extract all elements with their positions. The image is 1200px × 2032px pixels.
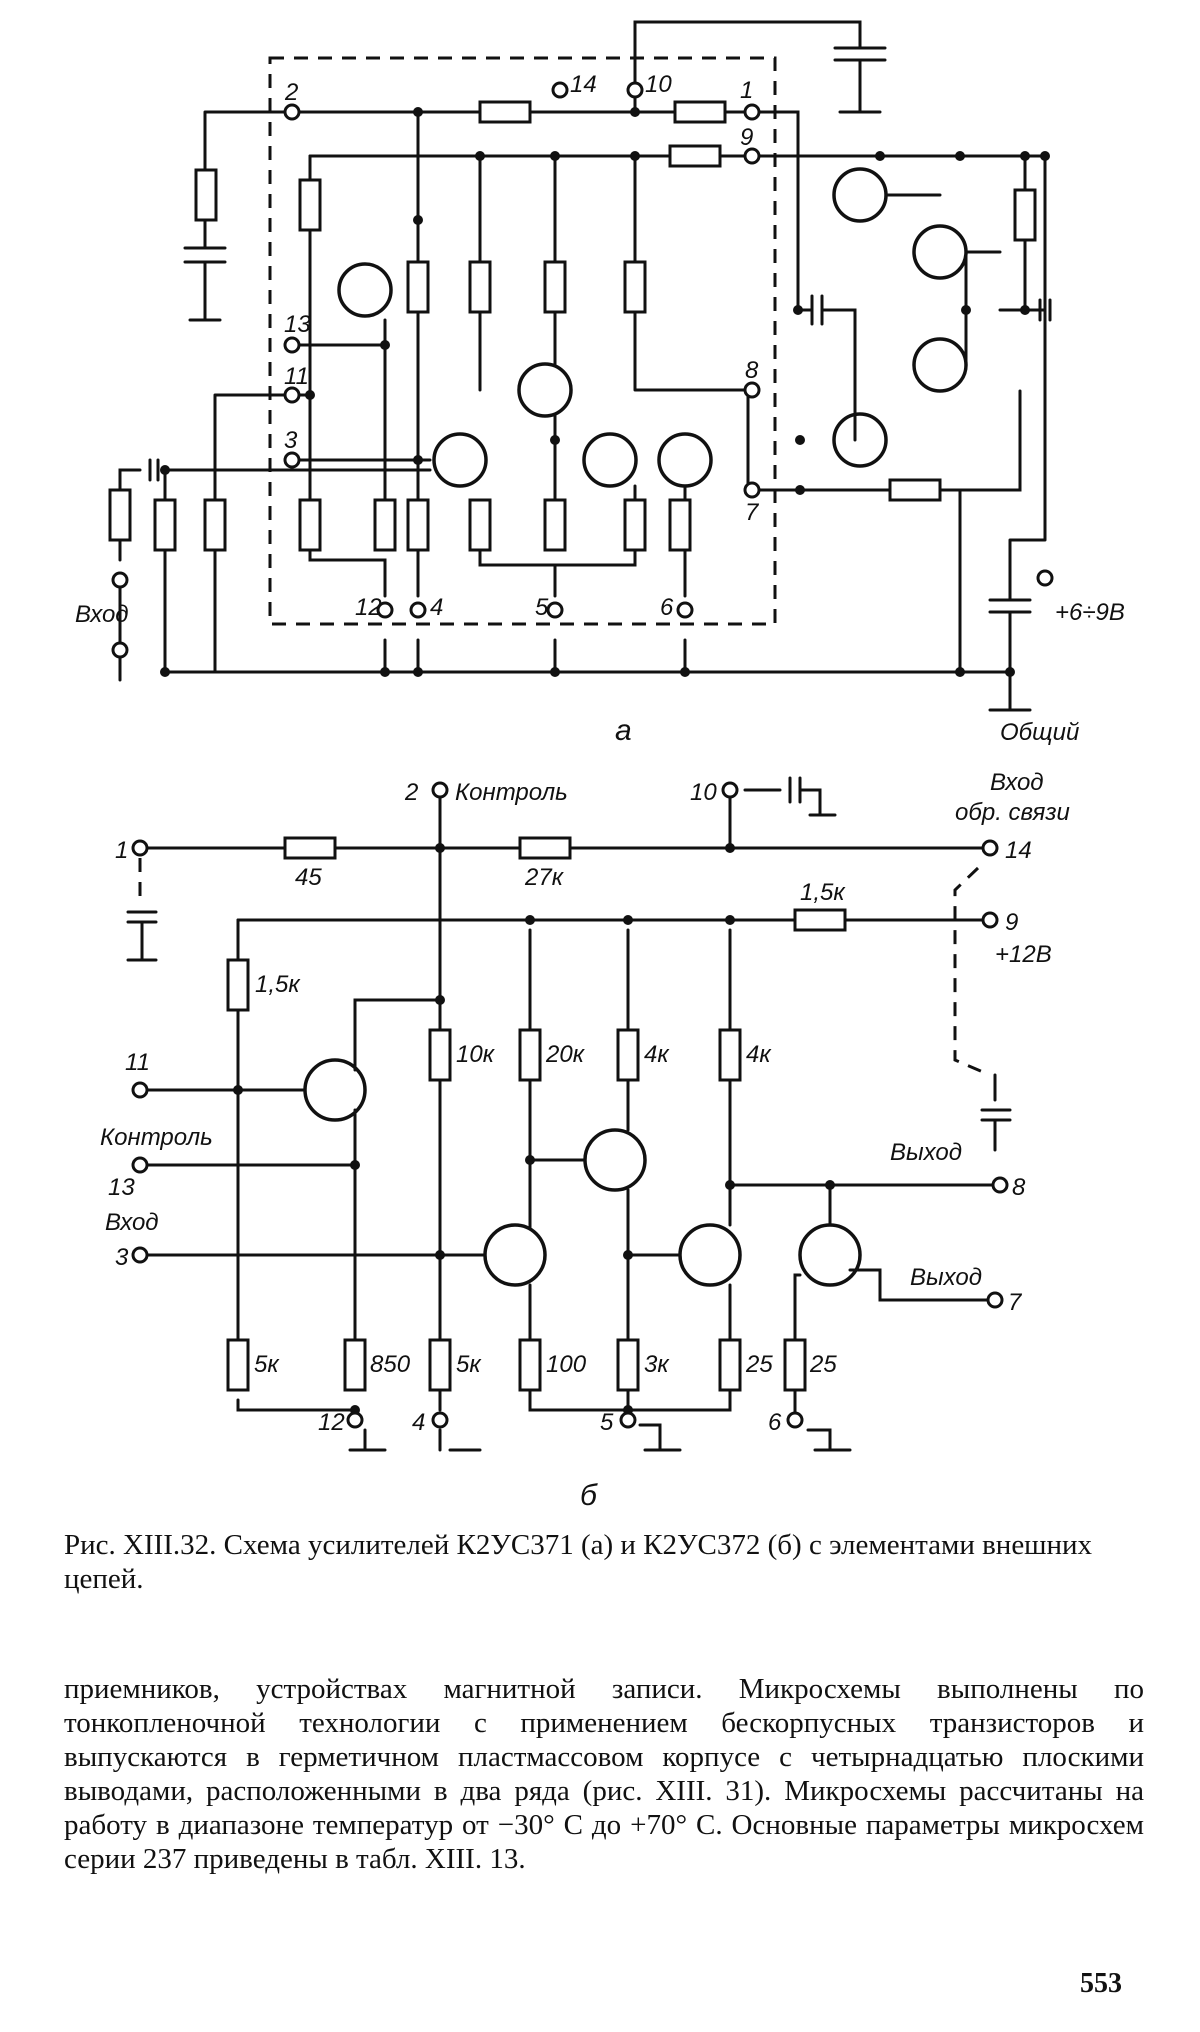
ic-boundary-a bbox=[268, 56, 777, 626]
pin-b-11: 11 bbox=[125, 1049, 150, 1076]
pin-b-7: 7 bbox=[1008, 1289, 1023, 1316]
figure-caption: Рис. XIII.32. Схема усилителей К2УС371 (… bbox=[64, 1529, 1093, 1595]
r3k-label: 3к bbox=[644, 1351, 670, 1378]
r4k-b-label: 4к bbox=[746, 1041, 772, 1068]
pin-a-11: 11 bbox=[284, 363, 309, 390]
pin-a-4: 4 bbox=[430, 594, 443, 621]
r25-a-label: 25 bbox=[745, 1351, 773, 1378]
input-label-a: Вход bbox=[75, 601, 129, 628]
pin-a-12: 12 bbox=[355, 594, 382, 621]
page-number: 553 bbox=[1080, 1968, 1122, 1999]
r850-label: 850 bbox=[370, 1351, 411, 1378]
diagram-a: 2 14 10 1 9 13 11 3 8 7 12 4 5 6 Вход +6… bbox=[75, 20, 1125, 747]
ground-label-a: Общий bbox=[1000, 719, 1079, 746]
r4k-a-label: 4к bbox=[644, 1041, 670, 1068]
pin-a-7: 7 bbox=[745, 499, 760, 526]
pin-b-3: 3 bbox=[115, 1244, 129, 1271]
pin-a-5: 5 bbox=[535, 594, 549, 621]
r27k-label: 27к bbox=[524, 864, 565, 891]
sub-label-b: б bbox=[580, 1479, 598, 1512]
pin-a-8: 8 bbox=[745, 357, 759, 384]
kontrol-top-label: Контроль bbox=[455, 779, 568, 806]
r15k-top-label: 1,5к bbox=[800, 879, 846, 906]
vhod-left-label: Вход bbox=[105, 1209, 159, 1236]
body-paragraph: приемников, устройствах магнитной записи… bbox=[64, 1673, 1144, 1875]
pin-a-2: 2 bbox=[284, 79, 298, 106]
diagram-b: 2 Контроль 10 1 14 Вход обр. связи 9 +12… bbox=[100, 769, 1070, 1512]
vyhod8-label: Выход bbox=[890, 1139, 962, 1166]
pin-a-1: 1 bbox=[740, 77, 753, 104]
r5k-b-label: 5к bbox=[456, 1351, 482, 1378]
pin-b-12: 12 bbox=[318, 1409, 345, 1436]
pin-b-1: 1 bbox=[115, 837, 128, 864]
pin-a-3: 3 bbox=[284, 427, 298, 454]
pin-a-14: 14 bbox=[570, 71, 597, 98]
pin-b-13: 13 bbox=[108, 1174, 135, 1201]
r5k-a-label: 5к bbox=[254, 1351, 280, 1378]
plus12-label: +12В bbox=[995, 941, 1052, 968]
pin-b-14: 14 bbox=[1005, 837, 1032, 864]
pin-b-9: 9 bbox=[1005, 909, 1018, 936]
sub-label-a: а bbox=[615, 714, 632, 747]
supply-label-a: +6÷9В bbox=[1055, 599, 1125, 626]
pin-b-8: 8 bbox=[1012, 1174, 1026, 1201]
r10k-label: 10к bbox=[456, 1041, 496, 1068]
vhod-obr-2: обр. связи bbox=[955, 799, 1070, 826]
pin-b-2: 2 bbox=[404, 779, 418, 806]
r100-label: 100 bbox=[546, 1351, 587, 1378]
pin-b-6: 6 bbox=[768, 1409, 782, 1436]
pin-b-10: 10 bbox=[690, 779, 717, 806]
vyhod7-label: Выход bbox=[910, 1264, 982, 1291]
r45-label: 45 bbox=[295, 864, 322, 891]
pin-a-13: 13 bbox=[284, 311, 311, 338]
pin-a-9: 9 bbox=[740, 124, 753, 151]
kontrol-left-label: Контроль bbox=[100, 1124, 213, 1151]
pin-a-10: 10 bbox=[645, 71, 672, 98]
r20k-label: 20к bbox=[545, 1041, 586, 1068]
pin-b-5: 5 bbox=[600, 1409, 614, 1436]
vhod-obr-1: Вход bbox=[990, 769, 1044, 796]
schematic-figure: 2 14 10 1 9 13 11 3 8 7 12 4 5 6 Вход +6… bbox=[75, 20, 1125, 1512]
pin-b-4: 4 bbox=[412, 1409, 425, 1436]
pin-a-6: 6 bbox=[660, 594, 674, 621]
r15k-left-label: 1,5к bbox=[255, 971, 301, 998]
r25-b-label: 25 bbox=[809, 1351, 837, 1378]
